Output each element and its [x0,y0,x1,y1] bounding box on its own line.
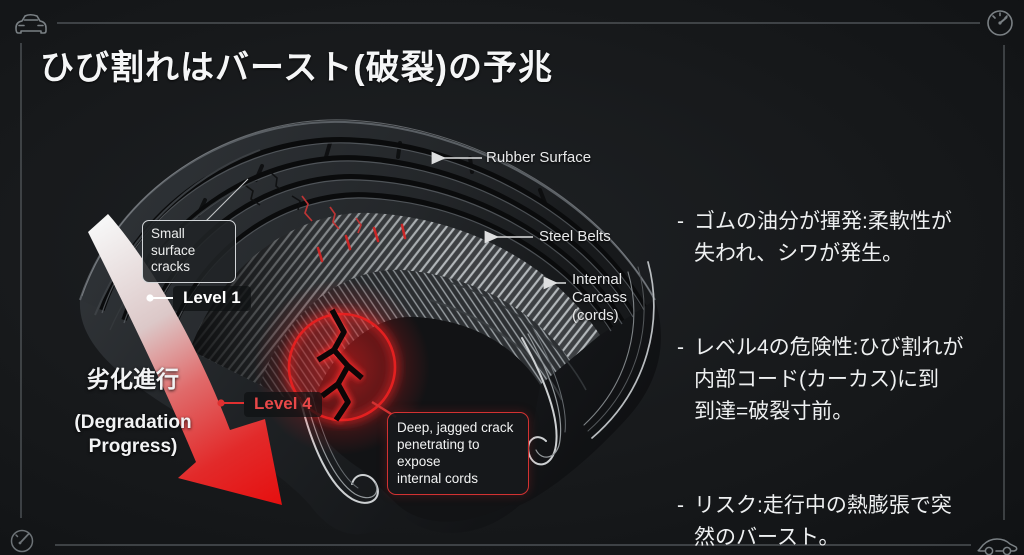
bullet-text: ゴムの油分が揮発:柔軟性が 失われ、シワが発生。 [694,210,952,265]
deep-crack-callout: Deep, jagged crack penetrating to expose… [387,412,529,495]
bullet-item-3: - リスク:走行中の熱膨張で突 然のバースト。 [677,490,1009,554]
bullet-text: レベル4の危険性:ひび割れが 内部コード(カーカス)に到 到達=破裂寸前。 [694,336,964,423]
small-cracks-callout: Small surface cracks [142,220,236,283]
level4-connector [217,399,244,407]
degradation-en-text: (Degradation Progress) [74,412,192,457]
bullet-item-2: - レベル4の危険性:ひび割れが 内部コード(カーカス)に到 到達=破裂寸前。 [677,332,1009,428]
bullet-marker: - [677,494,684,517]
degradation-progress-label: 劣化進行 (Degradation Progress) [58,347,208,477]
level4-badge: Level 4 [244,392,322,417]
car-front-icon [15,13,47,34]
bullet-marker: - [677,336,684,359]
frame-lines [20,22,1005,546]
bullet-text: リスク:走行中の熱膨張で突 然のバースト。 [694,494,952,549]
steel-belts-label: Steel Belts [539,228,611,245]
internal-carcass-label: Internal Carcass (cords) [572,271,628,324]
level1-connector [146,294,173,302]
bullet-list: - ゴムの油分が揮発:柔軟性が 失われ、シワが発生。 - レベル4の危険性:ひび… [677,174,1009,555]
level1-badge: Level 1 [173,286,251,311]
leader-lines [205,151,566,290]
bead-hook-right [521,329,566,466]
rubber-surface-label: Rubber Surface [486,149,592,166]
tread-red-cracks [301,195,362,234]
degradation-arrow [88,214,282,505]
degradation-jp-text: 劣化進行 [87,366,179,392]
page-title: ひび割れはバースト(破裂)の予兆 [40,49,553,87]
deep-crack-shape [315,307,366,423]
bullet-item-1: - ゴムの油分が揮発:柔軟性が 失われ、シワが発生。 [677,206,1009,270]
bullet-marker: - [677,210,684,233]
gauge-icon [10,529,34,553]
speedometer-icon [987,10,1013,36]
